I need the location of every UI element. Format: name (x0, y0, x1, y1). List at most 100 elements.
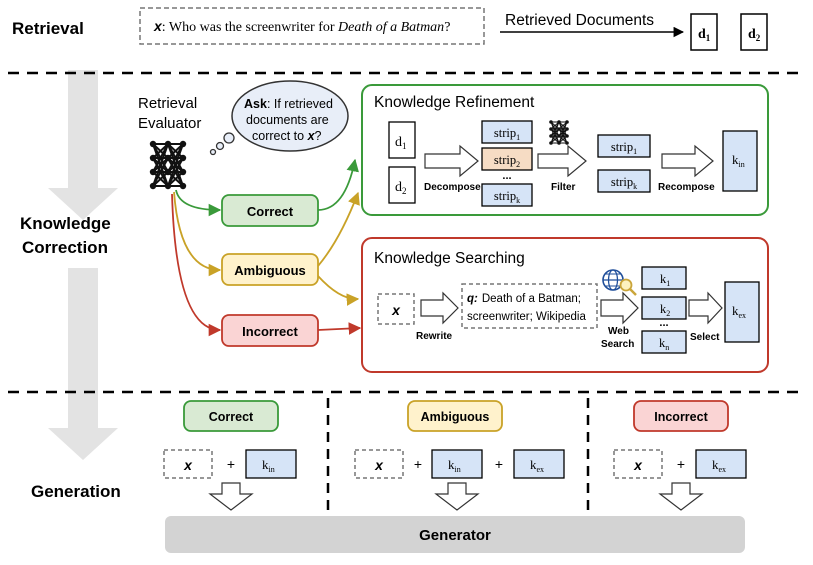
gen-incorrect-x-box (613, 449, 663, 479)
correct-to-refinement-arrow (317, 158, 359, 211)
web-label: Web (608, 326, 629, 337)
ask-thought-cloud (209, 80, 349, 156)
select-arrow (688, 291, 723, 325)
decompose-label: Decompose (424, 182, 481, 193)
gen-correct-kin-box (245, 449, 297, 479)
web-search-arrow (600, 291, 639, 325)
k-ex-box (724, 281, 760, 343)
generator-bar (165, 516, 745, 553)
gen-ambiguous-kex-label: kex (530, 457, 544, 474)
filter-network-icon (549, 120, 569, 145)
result-k2 (641, 296, 687, 320)
strip-1-label: strip1 (494, 126, 520, 142)
gen-ambiguous-x-box (354, 449, 404, 479)
search-x-var: x (391, 302, 401, 318)
result-kn (641, 330, 687, 354)
query-box (139, 7, 485, 45)
retrieved-doc-d1 (690, 13, 718, 51)
k-ex-label: kex (732, 303, 746, 320)
q-line2: screenwriter; Wikipedia (467, 311, 586, 323)
web-globe-icon (602, 269, 624, 291)
filtered-strip-k (597, 169, 651, 193)
gen-correct-down-arrow (208, 482, 254, 511)
ask-line3: correct to x? (252, 129, 322, 143)
incorrect-to-searching-arrow (317, 322, 362, 335)
judgment-ambiguous (221, 253, 319, 286)
gen-ambiguous-kex-box (513, 449, 565, 479)
stage-label-retrieval: Retrieval (12, 19, 84, 38)
k-in-box (722, 130, 758, 192)
results-ellipsis: ... (659, 317, 668, 329)
gen-incorrect-kex-box (695, 449, 747, 479)
decompose-arrow (424, 144, 479, 178)
judgment-incorrect (221, 314, 319, 347)
gen-correct-badge (183, 400, 279, 432)
filter-label: Filter (551, 182, 576, 193)
strip-k-label: stripk (494, 189, 520, 205)
gen-incorrect-x: x (633, 457, 643, 473)
refinement-title: Knowledge Refinement (374, 94, 535, 111)
search-x-box (377, 293, 415, 325)
search-label: Search (601, 339, 634, 350)
judgment-correct-label: Correct (247, 204, 294, 219)
gen-ambiguous-down-arrow (434, 482, 480, 511)
gen-ambiguous-label: Ambiguous (421, 410, 490, 424)
refinement-doc-d1-label: d1 (395, 135, 407, 151)
gen-incorrect-plus: + (677, 456, 685, 472)
judgment-incorrect-label: Incorrect (242, 324, 298, 339)
query-title: Death of a Batman (337, 20, 444, 35)
gen-correct-x-box (163, 449, 213, 479)
gen-incorrect-down-arrow (658, 482, 704, 511)
q-line1: q:Death of a Batman; (467, 293, 581, 305)
searching-title: Knowledge Searching (374, 250, 525, 267)
flow-arrow-top (48, 70, 118, 220)
k-in-label: kin (732, 152, 745, 169)
retrieved-doc-d2-label: d2 (748, 27, 761, 43)
gen-correct-x: x (183, 457, 193, 473)
flow-arrow-bottom (48, 268, 118, 460)
refinement-doc-d1 (388, 121, 416, 159)
filter-arrow (537, 144, 587, 178)
strip-2-label: strip2 (494, 153, 520, 169)
rewritten-query-box (461, 283, 598, 329)
strip-1 (481, 120, 533, 144)
stage-label-correction-line1: Knowledge (20, 214, 111, 233)
gen-incorrect-kex-label: kex (712, 457, 726, 474)
gen-ambiguous-kin-box (431, 449, 483, 479)
route-arrow-ambiguous (173, 191, 222, 277)
gen-correct-kin-label: kin (262, 457, 275, 474)
rewrite-arrow (420, 291, 459, 325)
gen-correct-plus: + (227, 456, 235, 472)
strip-k (481, 183, 533, 207)
evaluator-label-line1: Retrieval (138, 95, 197, 112)
query-prefix: : Who was the screenwriter for (162, 20, 338, 35)
select-label: Select (690, 332, 720, 343)
gen-ambiguous-plus-1: + (414, 456, 422, 472)
generator-label: Generator (419, 527, 491, 544)
gen-ambiguous-x: x (374, 457, 384, 473)
route-arrow-correct (175, 189, 222, 217)
evaluator-label-line2: Evaluator (138, 115, 201, 132)
gen-incorrect-label: Incorrect (654, 410, 708, 424)
result-k1-label: k1 (660, 272, 670, 288)
gen-ambiguous-plus-2: + (495, 456, 503, 472)
filtered-strip-k-label: stripk (611, 175, 637, 191)
strip-2 (481, 147, 533, 171)
ambiguous-to-refinement-arrow (317, 191, 360, 267)
magnifier-icon (619, 278, 637, 296)
refinement-panel (361, 84, 769, 216)
query-suffix: ? (444, 20, 450, 35)
route-arrow-incorrect (171, 193, 222, 337)
filtered-strip-1 (597, 134, 651, 158)
evaluator-network-icon (149, 140, 187, 190)
stage-label-generation: Generation (31, 482, 121, 501)
judgment-ambiguous-label: Ambiguous (234, 263, 306, 278)
query-text: x: Who was the screenwriter for Death of… (153, 18, 450, 35)
result-kn-label: kn (659, 336, 669, 352)
query-var: x (153, 18, 163, 34)
result-k1 (641, 266, 687, 290)
retrieved-docs-label: Retrieved Documents (505, 12, 654, 29)
ask-line2: documents are (246, 113, 329, 127)
